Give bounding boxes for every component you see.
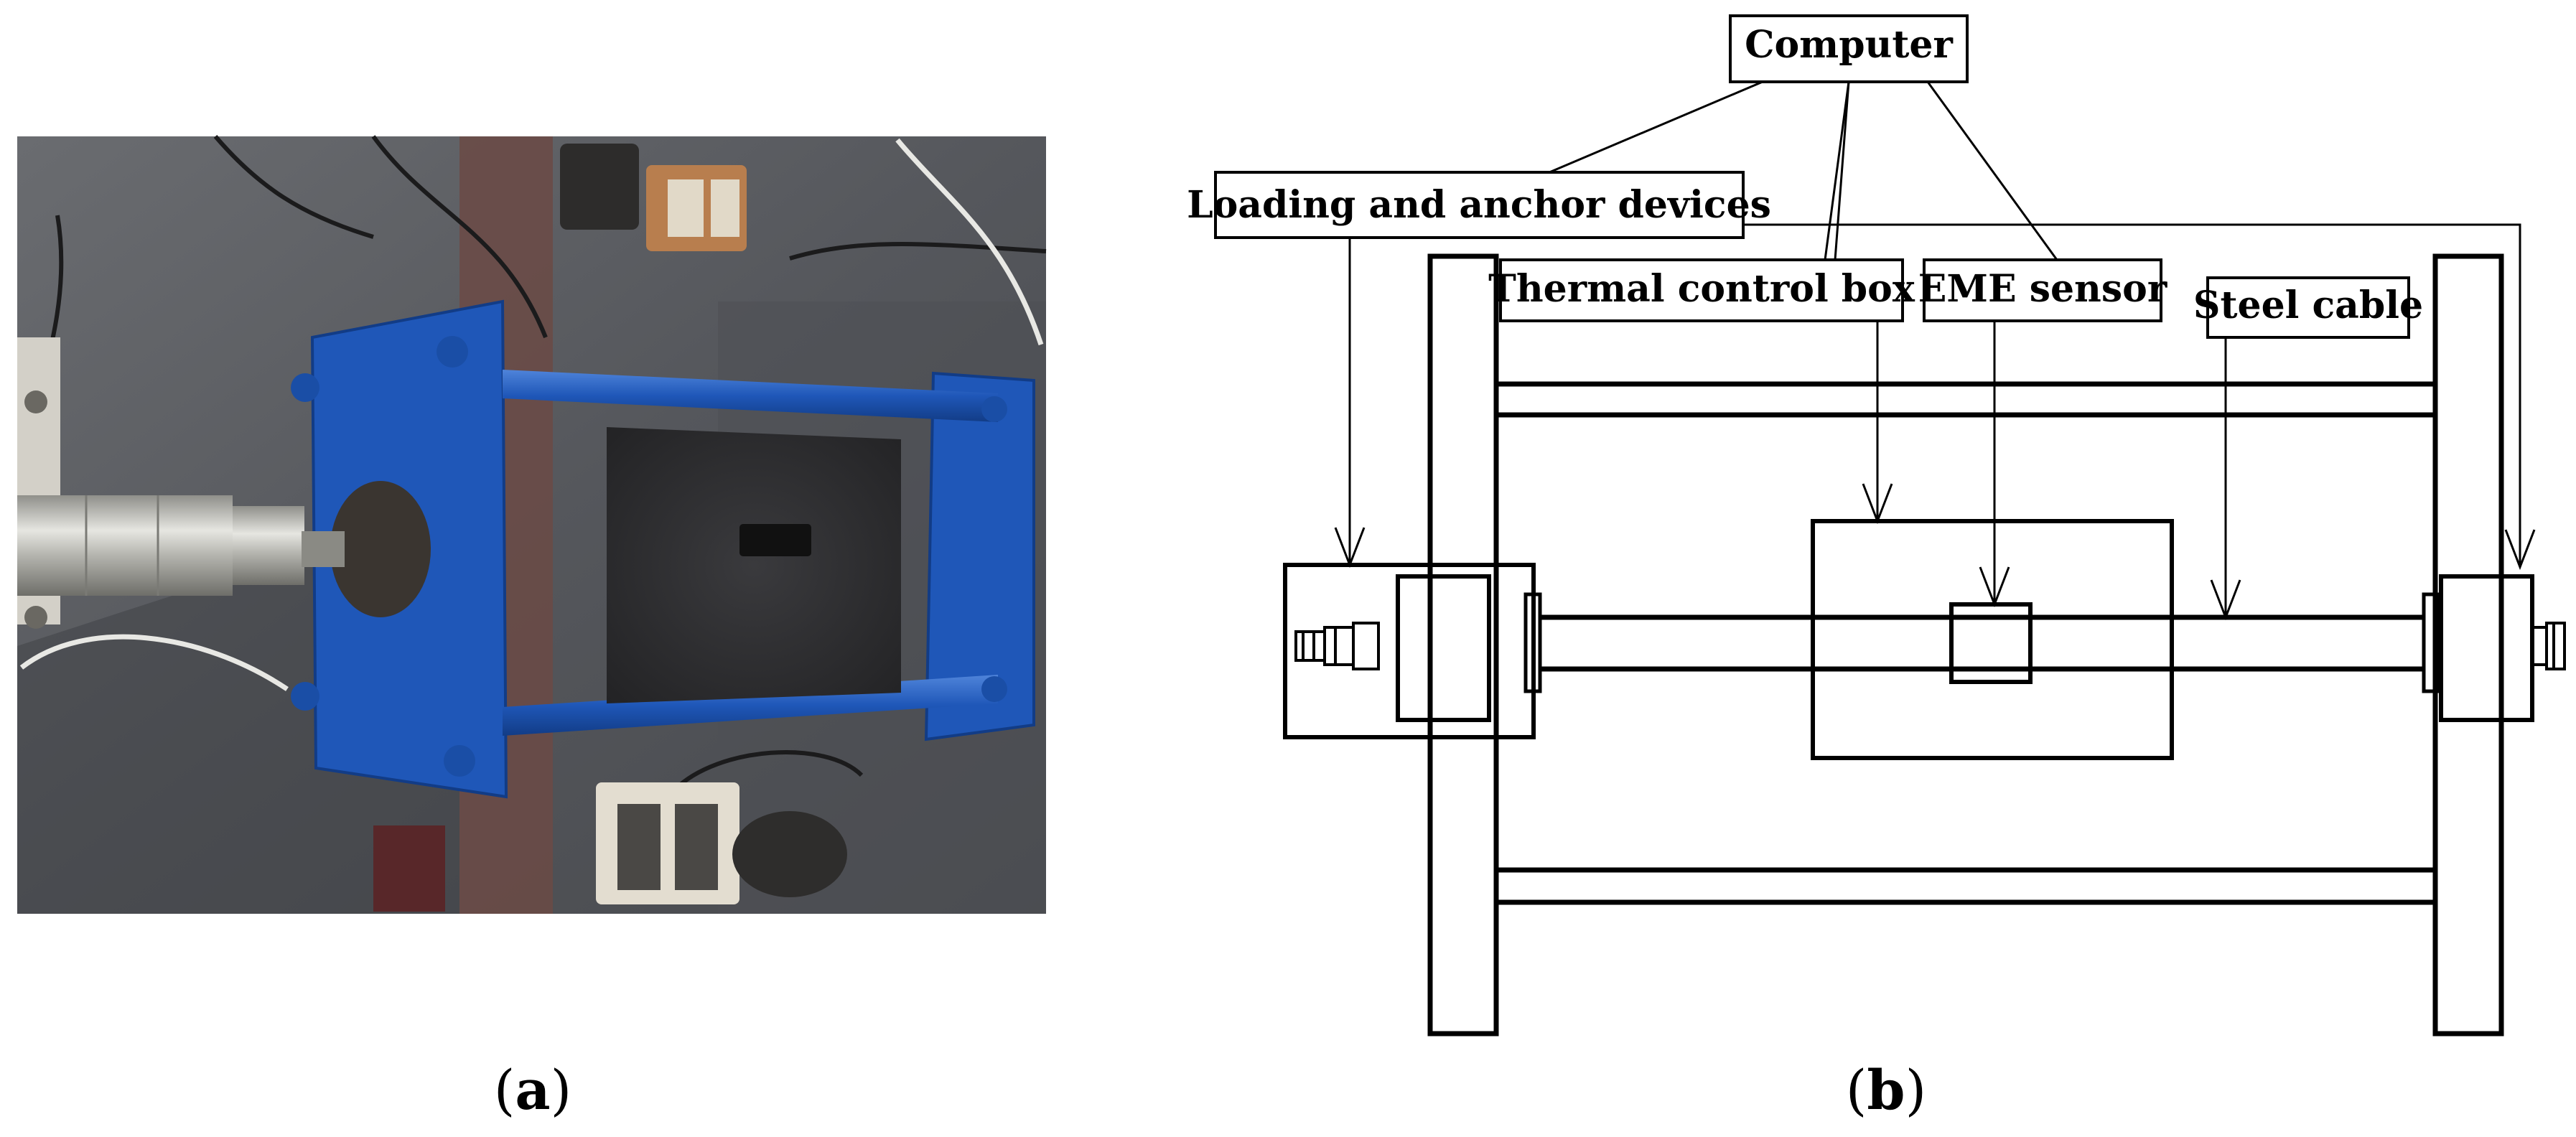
bolt-4: [444, 745, 475, 777]
rod-top: [503, 370, 998, 422]
eme-sensor: [1949, 602, 2033, 684]
left-frame-post: [1427, 253, 1499, 1037]
panel-b-schematic: [1214, 14, 2566, 1037]
loading-device-box: [1283, 563, 1536, 739]
left-anchor-block: [1396, 574, 1491, 722]
steel-cable: [1540, 614, 2424, 672]
cable-label-box: [2206, 276, 2410, 339]
eme-label-box: [1923, 258, 2162, 322]
panel-b-caption: (b): [1846, 1058, 1926, 1122]
bearing-plate: [330, 481, 431, 617]
bottom-tie-rod: [1496, 867, 2435, 905]
bolt-5: [981, 396, 1007, 422]
cable-label: Steel cable: [2193, 284, 2423, 327]
bolt-6: [981, 676, 1007, 702]
red-bag: [373, 825, 445, 912]
panel-a-caption: (a): [494, 1058, 572, 1122]
top-tie-rod: [1496, 381, 2435, 418]
eme-label: EME sensor: [1918, 267, 2167, 311]
loading-label-box: [1214, 171, 1745, 239]
right-bearing-plate: [2422, 592, 2440, 693]
thermal-label: Thermal control box: [1488, 267, 1915, 311]
loading-label: Loading and anchor devices: [1187, 183, 1771, 227]
right-anchor-nut: [2531, 622, 2566, 670]
thermal-control-box: [1811, 519, 2174, 760]
thermal-label-box: [1499, 258, 1904, 322]
test-frame: [291, 299, 1035, 799]
panel-a-photo: [17, 135, 1047, 914]
transformer-top: [560, 144, 747, 251]
white-cable-1: [895, 138, 1044, 346]
hydraulic-jack: [17, 495, 345, 596]
right-anchor-block: [2439, 574, 2534, 722]
computer-label: Computer: [1745, 23, 1953, 67]
left-jack: [1294, 622, 1380, 670]
concrete-specimen: [607, 427, 901, 703]
computer-label-box: [1729, 14, 1969, 83]
right-frame-post: [2432, 253, 2504, 1037]
bolt-2: [437, 336, 468, 368]
arrows: [1334, 238, 2536, 621]
bolt-3: [291, 682, 319, 711]
frame-right-plate: [924, 371, 1035, 741]
bolt-1: [291, 373, 319, 402]
white-cable-2: [19, 634, 289, 691]
transformer-bottom: [596, 782, 847, 904]
sensor-block: [739, 524, 811, 556]
